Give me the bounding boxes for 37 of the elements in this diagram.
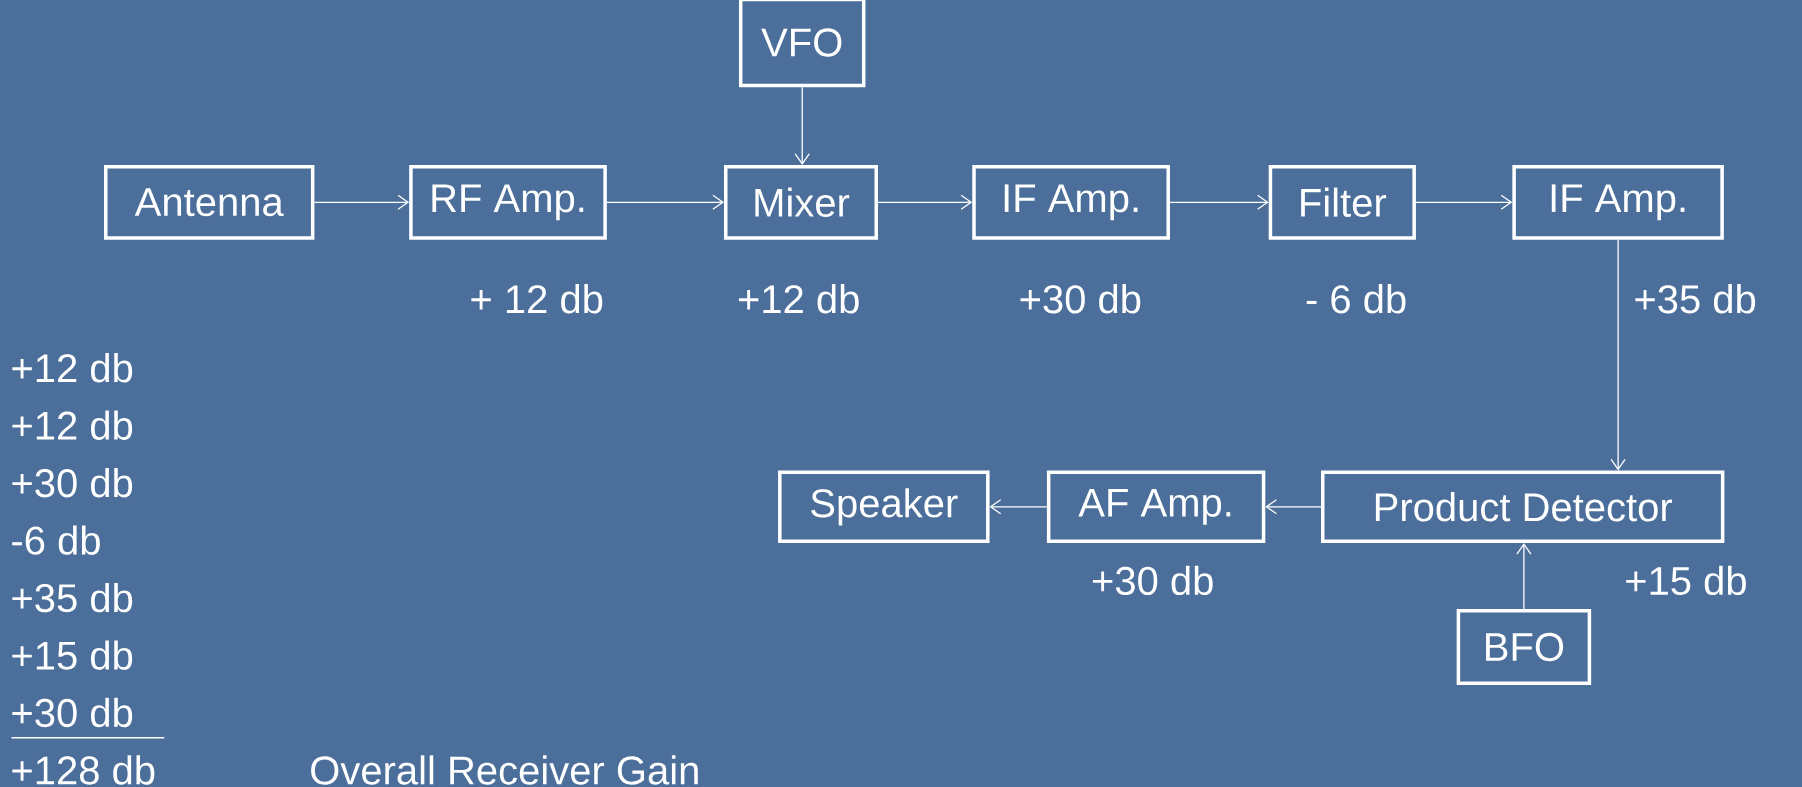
gain-label: +30 db: [1092, 565, 1213, 596]
block-box: AF Amp.: [1046, 470, 1266, 544]
arrow: [313, 194, 410, 210]
gain-label: - 6 db: [1306, 284, 1406, 314]
arrow: [1516, 543, 1532, 610]
block-box: IF Amp.: [972, 164, 1170, 240]
arrow: [877, 194, 973, 210]
block-box: Filter: [1268, 164, 1416, 240]
gain-label: +30 db: [1020, 284, 1141, 314]
gain-label: +12 db: [738, 284, 859, 314]
gain-label: + 12 db: [471, 284, 603, 314]
arrow: [794, 86, 810, 165]
arrow: [1415, 194, 1513, 210]
gain-list-entry: +12 db: [12, 353, 133, 383]
arrow: [1610, 239, 1626, 471]
gain-list-entry: +15 db: [12, 640, 133, 670]
block-box: Antenna: [104, 164, 315, 240]
gain-list-entry: +12 db: [12, 410, 133, 440]
gain-list-entry: +128 db: [12, 755, 155, 785]
caption-text: Overall Receiver Gain: [311, 755, 698, 785]
gain-label: +15 db: [1626, 565, 1746, 596]
block-box: IF Amp.: [1512, 164, 1724, 240]
block-box: BFO: [1456, 609, 1592, 685]
arrow: [1265, 499, 1322, 515]
block-box: VFO: [738, 0, 866, 88]
gain-label: +35 db: [1635, 284, 1756, 314]
arrow: [1169, 194, 1269, 210]
gain-list-entry: +30 db: [12, 697, 133, 728]
arrow: [989, 499, 1048, 515]
block-box: Speaker: [778, 470, 990, 544]
gain-list-entry: -6 db: [12, 525, 100, 555]
gain-list-entry: +35 db: [12, 582, 133, 613]
gain-list-entry: +30 db: [12, 468, 133, 498]
block-box: Product Detector: [1321, 470, 1725, 544]
block-box: Mixer: [724, 164, 878, 240]
arrow: [606, 194, 724, 210]
block-box: RF Amp.: [409, 164, 607, 240]
